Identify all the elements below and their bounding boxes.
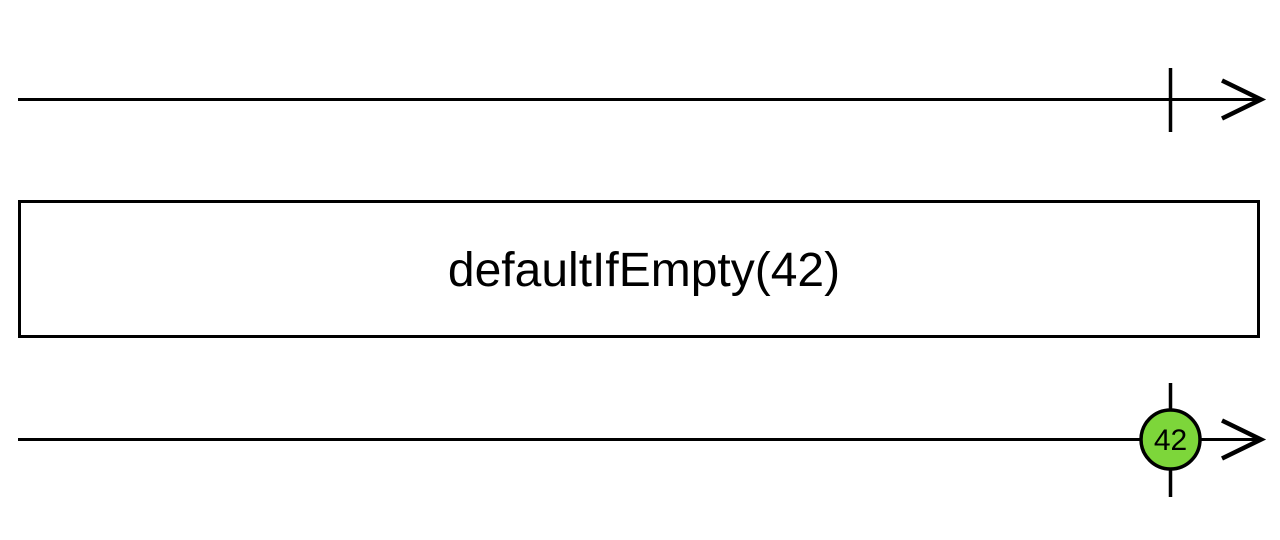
output-timeline: 42 [18, 383, 1267, 497]
output-marble [1139, 408, 1202, 471]
operator-box [18, 200, 1260, 338]
operator-label: defaultIfEmpty(42) [448, 244, 840, 297]
output-marble-label: 42 [1154, 424, 1187, 457]
output-arrowhead-icon [1221, 418, 1267, 461]
input-arrowhead-icon [1221, 78, 1267, 121]
input-timeline [18, 68, 1267, 132]
operator: defaultIfEmpty(42) [18, 200, 1260, 338]
